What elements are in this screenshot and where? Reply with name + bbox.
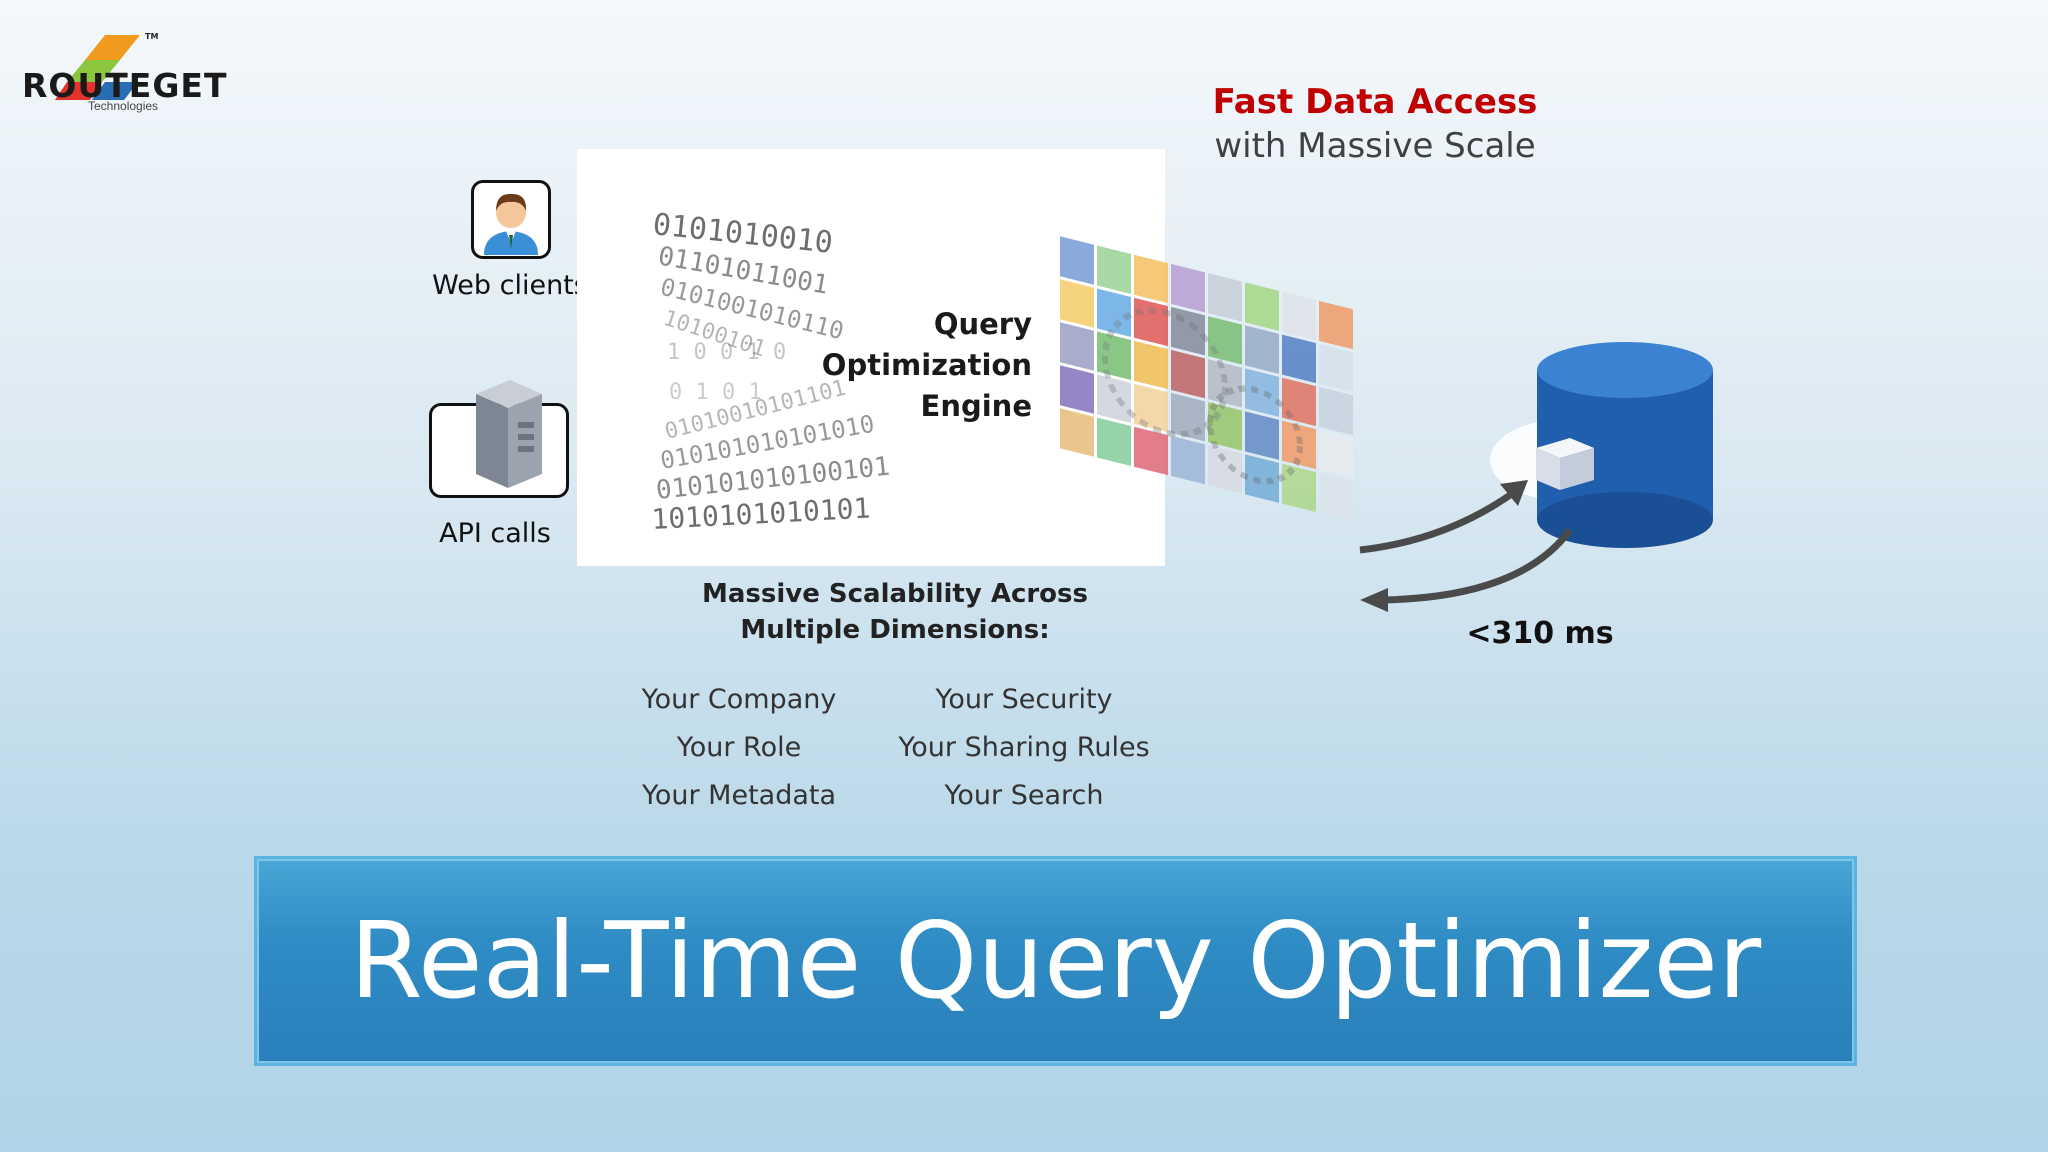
logo-name: ROUTEGET: [22, 66, 228, 105]
database-icon: [1490, 342, 1713, 548]
engine-label: Query Optimization Engine: [732, 304, 1032, 427]
logo-subtitle: Technologies: [88, 99, 159, 113]
server-icon: [476, 380, 542, 488]
engine-label-line2: Optimization: [821, 348, 1032, 382]
curved-arrow-icon: [1359, 480, 1573, 612]
api-calls-label: API calls: [439, 518, 551, 549]
web-clients-label: Web clients: [432, 270, 588, 301]
engine-label-line1: Query: [933, 307, 1032, 341]
scalability-title: Massive Scalability Across Multiple Dime…: [700, 576, 1090, 648]
routeget-logo-mark: [55, 35, 140, 100]
query-engine-panel: 0101010010 01101011001 0101001010110 101…: [577, 149, 1165, 566]
headline-title: Fast Data Access: [1212, 82, 1538, 122]
svg-text:1 0 0 1 0: 1 0 0 1 0: [667, 340, 786, 365]
scalability-title-line1: Massive Scalability Across: [701, 579, 1088, 609]
gear-grid-graphic: [1060, 236, 1353, 522]
scalability-title-line2: Multiple Dimensions:: [740, 615, 1050, 645]
headline-subtitle: with Massive Scale: [1214, 126, 1536, 166]
title-banner: Real-Time Query Optimizer: [254, 856, 1857, 1066]
dimension-item: Your Role: [676, 732, 802, 763]
dimension-item: Your Security: [935, 684, 1113, 715]
dimension-item: Your Search: [944, 780, 1104, 811]
dimension-item: Your Company: [641, 684, 837, 715]
latency-label: <310 ms: [1466, 616, 1614, 651]
dimension-item: Your Metadata: [641, 780, 837, 811]
user-icon: [484, 193, 538, 255]
logo-trademark: TM: [145, 32, 159, 41]
svg-text:0 1 0 1: 0 1 0 1: [669, 380, 762, 405]
dimension-item: Your Sharing Rules: [898, 732, 1150, 763]
binary-stream-graphic: 0101010010 01101011001 0101001010110 101…: [651, 207, 892, 536]
web-client-box: [471, 180, 551, 259]
slide-title: Real-Time Query Optimizer: [349, 900, 1762, 1022]
engine-label-line3: Engine: [920, 389, 1032, 423]
